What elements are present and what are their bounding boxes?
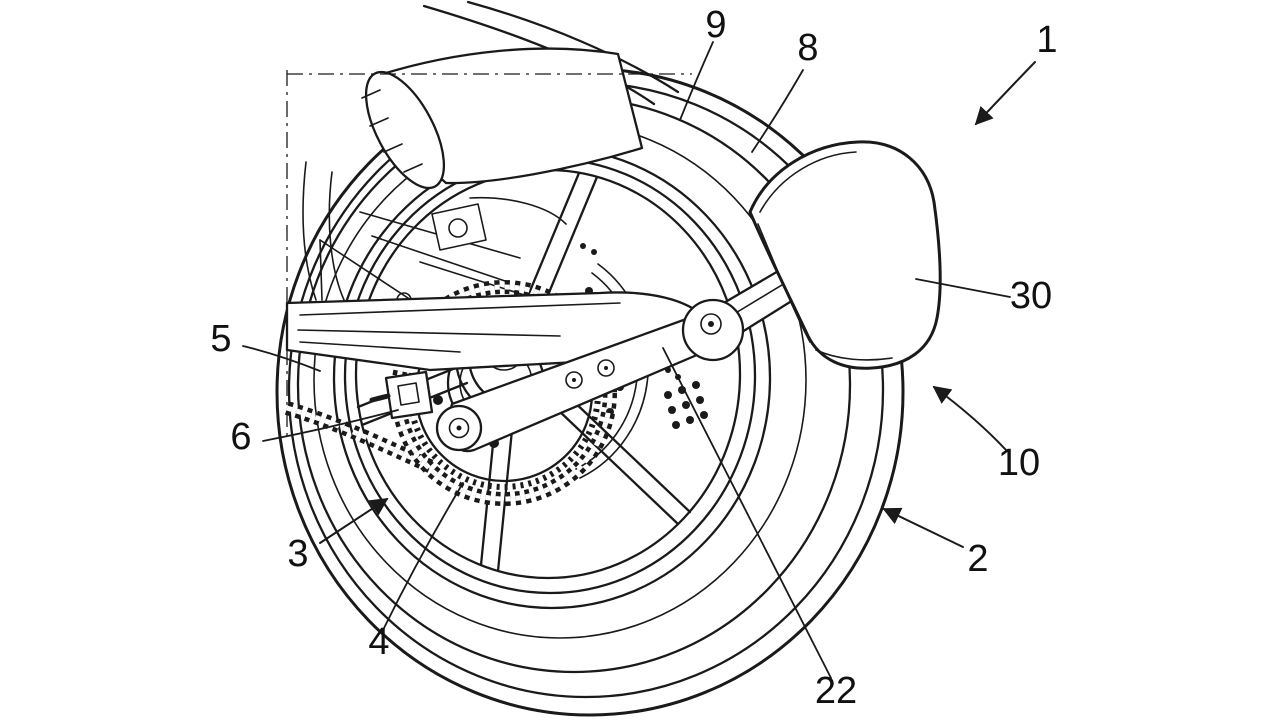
arrow-10: [932, 385, 1007, 451]
ref-label-8: 8: [797, 27, 818, 69]
ref-label-1: 1: [1036, 19, 1057, 61]
leader-6: [262, 409, 399, 442]
ref-label-30: 30: [1010, 275, 1052, 317]
arrow-3: [319, 498, 389, 544]
arrow-2: [882, 507, 964, 548]
leader-4: [383, 482, 464, 629]
arrows: [319, 61, 1036, 548]
ref-label-9: 9: [705, 4, 726, 46]
ref-label-5: 5: [210, 318, 231, 360]
ref-label-10: 10: [998, 442, 1040, 484]
arrow-1: [974, 61, 1036, 126]
exhaust-silencer: [361, 47, 644, 190]
ref-label-6: 6: [230, 416, 251, 458]
chain-adjuster: [369, 370, 434, 420]
leader-22: [662, 347, 832, 679]
swingarm-head: [681, 298, 745, 362]
fender: [748, 140, 942, 370]
leader-5: [242, 345, 321, 372]
torque-arm: [435, 312, 720, 453]
ref-label-22: 22: [815, 670, 857, 712]
leader-30: [915, 278, 1011, 298]
ref-label-3: 3: [287, 533, 308, 575]
reference-labels: 9 8 1 30 5 6 10 3 2 4 22: [210, 4, 1057, 712]
leader-9: [679, 41, 714, 121]
leader-8: [751, 69, 804, 153]
phantom-boundary: [286, 70, 692, 438]
ref-label-2: 2: [967, 538, 988, 580]
leader-lines: [242, 41, 1011, 679]
ref-label-4: 4: [368, 621, 389, 663]
silencer-slots: [361, 89, 423, 173]
